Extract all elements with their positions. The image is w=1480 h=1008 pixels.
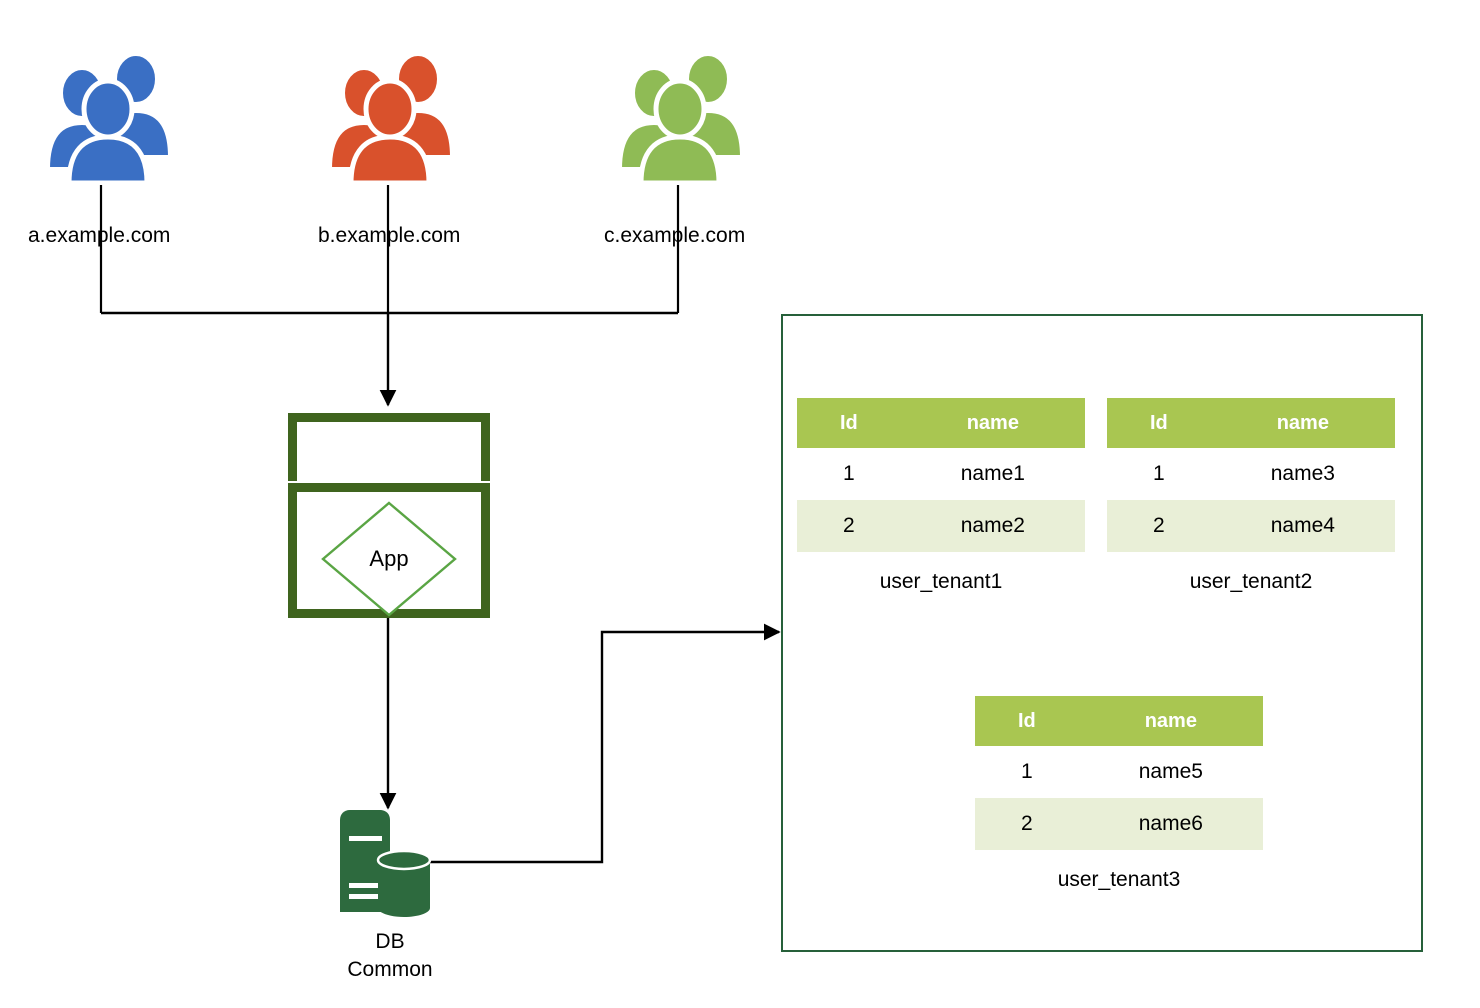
cell-name: name1 — [960, 462, 1025, 485]
tenant-table[interactable]: Id name 1 name1 2 name2 user_tenant1 — [797, 398, 1085, 593]
table-header-row: Id name — [797, 398, 1085, 448]
cell-name: name6 — [1138, 812, 1203, 835]
cell-id: 1 — [1152, 462, 1165, 485]
table-caption: user_tenant1 — [879, 570, 1003, 593]
column-header-name: name — [966, 411, 1019, 434]
tenant-b-label: b.example.com — [318, 224, 461, 247]
table-caption: user_tenant3 — [1057, 868, 1181, 891]
users-group-icon[interactable] — [322, 45, 462, 186]
users-group-icon[interactable] — [40, 45, 180, 186]
cell-name: name4 — [1270, 514, 1335, 537]
table-row[interactable]: 1 name1 — [797, 448, 1085, 500]
table-row[interactable]: 1 name5 — [975, 746, 1263, 798]
db-label: DB Common — [300, 928, 480, 984]
cell-name: name5 — [1138, 760, 1203, 783]
column-header-id: Id — [1149, 411, 1168, 434]
app-component-box[interactable]: App — [288, 483, 490, 618]
table-row[interactable]: 2 name6 — [975, 798, 1263, 850]
table-row[interactable]: 2 name4 — [1107, 500, 1395, 552]
table-caption: user_tenant2 — [1189, 570, 1313, 593]
cell-id: 2 — [1152, 514, 1165, 537]
column-header-name: name — [1144, 709, 1197, 732]
cell-id: 1 — [842, 462, 855, 485]
cell-id: 2 — [842, 514, 855, 537]
cell-name: name2 — [960, 514, 1025, 537]
db-label-line1: DB — [375, 930, 405, 953]
table-header-row: Id name — [1107, 398, 1395, 448]
column-header-id: Id — [1017, 709, 1036, 732]
tenant-tables-container: Id name 1 name1 2 name2 user_tenant1 Id … — [781, 314, 1423, 952]
table-row[interactable]: 1 name3 — [1107, 448, 1395, 500]
tenant-table[interactable]: Id name 1 name5 2 name6 user_tenant3 — [975, 696, 1263, 891]
users-group-icon[interactable] — [612, 45, 752, 186]
table-header-row: Id name — [975, 696, 1263, 746]
tenant-a-label: a.example.com — [28, 224, 171, 247]
cell-name: name3 — [1270, 462, 1335, 485]
app-label: App — [369, 546, 409, 571]
tenant-c-label: c.example.com — [604, 224, 746, 247]
table-row[interactable]: 2 name2 — [797, 500, 1085, 552]
column-header-name: name — [1276, 411, 1329, 434]
database-server-icon[interactable] — [336, 808, 446, 920]
component-icon-tab — [288, 413, 490, 481]
tenant-table[interactable]: Id name 1 name3 2 name4 user_tenant2 — [1107, 398, 1395, 593]
cell-id: 1 — [1020, 760, 1033, 783]
app-diamond-shape: App — [319, 499, 459, 619]
column-header-id: Id — [839, 411, 858, 434]
connector-db-to-tables — [418, 623, 781, 864]
cell-id: 2 — [1020, 812, 1033, 835]
db-label-line2: Common — [347, 958, 433, 981]
